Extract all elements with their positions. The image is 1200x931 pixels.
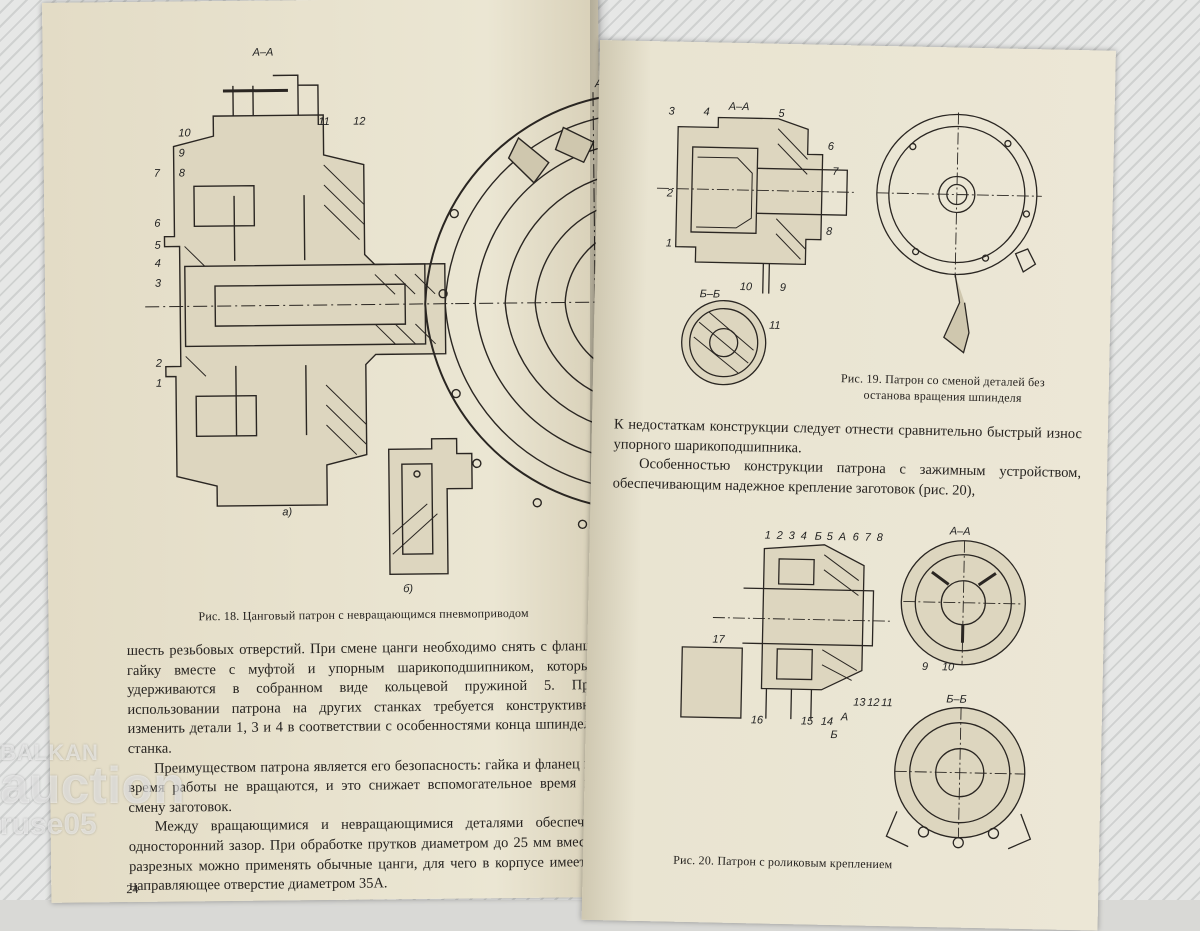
watermark-logo: BALKAN auction ruse05	[0, 740, 185, 842]
figure-19-drawing: А–А Б–Б 1 2 3 4 5 6 7 8 9 10 11	[653, 96, 1099, 395]
collet-chuck-drawing: А–А а) б) 1 2 3 4 5 6 7 8 9 10 11 12 А А	[145, 46, 608, 595]
part-label-1: 1	[156, 378, 162, 390]
fig20-part-13: 13	[853, 696, 866, 708]
right-body-text: К недостаткам конструкции следует отнест…	[613, 415, 1083, 503]
sublabel-b: б)	[403, 583, 413, 595]
left-paragraph-3: Между вращающимися и невращающимися дета…	[128, 814, 600, 895]
fig20-part-9: 9	[922, 661, 928, 673]
fig19-section-label-aa: А–А	[728, 101, 750, 113]
fig20-part-16: 16	[751, 714, 764, 726]
fig20-part-10: 10	[942, 661, 955, 673]
right-paragraph-2: Особенностью конструкции патрона с зажим…	[612, 456, 1082, 499]
roller-chuck-drawing: 1 2 3 4 5 6 7 8 9 10 11 12 13 14 15 16 1…	[680, 525, 1032, 850]
fig19-part-4: 4	[703, 106, 709, 118]
fig20-part-8: 8	[877, 532, 884, 544]
section-label-aa: А–А	[251, 46, 273, 58]
fig19-part-11: 11	[769, 320, 781, 332]
part-label-6: 6	[154, 218, 161, 230]
fig20-part-7: 7	[865, 532, 872, 544]
figure-20-caption: Рис. 20. Патрон с роликовым креплением	[673, 852, 893, 872]
fig20-section-label-aa: А–А	[949, 525, 971, 537]
left-page: А–А а) б) 1 2 3 4 5 6 7 8 9 10 11 12 А А…	[42, 0, 608, 903]
fig20-cut-mark-a-bottom: А	[840, 711, 849, 723]
fig20-part-2: 2	[776, 530, 783, 542]
fig19-part-5: 5	[778, 108, 785, 120]
figure-18-drawing: А–А а) б) 1 2 3 4 5 6 7 8 9 10 11 12 А А	[122, 32, 608, 597]
fig20-part-5: 5	[827, 531, 834, 543]
part-label-10: 10	[178, 127, 191, 139]
fig20-part-14: 14	[821, 716, 833, 728]
fig20-part-15: 15	[801, 715, 814, 727]
fig19-part-7: 7	[832, 166, 839, 178]
part-label-12: 12	[353, 116, 365, 128]
part-label-11: 11	[318, 116, 330, 128]
fig20-section-label-bb: Б–Б	[946, 693, 967, 705]
figure-18-caption: Рис. 18. Цанговый патрон с невращающимся…	[198, 605, 529, 624]
left-page-number: 24	[126, 881, 139, 897]
part-label-8: 8	[179, 167, 186, 179]
fig19-part-2: 2	[666, 187, 673, 199]
fig20-part-12: 12	[867, 697, 879, 709]
fig19-section-label-bb: Б–Б	[700, 288, 721, 300]
fig20-cut-mark-a-top: А	[838, 531, 847, 543]
fig20-part-1: 1	[765, 530, 771, 542]
left-body-text: шесть резьбовых отверстий. При смене цан…	[127, 637, 600, 897]
watermark-line-3: ruse05	[0, 808, 97, 841]
right-page: А–А Б–Б 1 2 3 4 5 6 7 8 9 10 11 Рис. 19.…	[581, 40, 1116, 931]
part-label-3: 3	[155, 278, 162, 290]
left-paragraph-2: Преимуществом патрона является его безоп…	[128, 755, 599, 816]
fig20-part-6: 6	[853, 531, 860, 543]
figure-20-drawing: 1 2 3 4 5 6 7 8 9 10 11 12 13 14 15 16 1…	[668, 517, 1085, 856]
part-label-7: 7	[154, 168, 161, 180]
left-paragraph-1: шесть резьбовых отверстий. При смене цан…	[126, 638, 598, 758]
fig19-part-1: 1	[666, 237, 672, 249]
fig20-part-17: 17	[712, 633, 725, 645]
fig19-part-8: 8	[826, 226, 833, 238]
fig20-part-11: 11	[881, 697, 893, 709]
fig19-part-6: 6	[828, 141, 835, 153]
fig20-part-4: 4	[801, 530, 807, 542]
fig20-cut-mark-b-top: Б	[815, 531, 822, 543]
watermark-line-2: auction	[0, 757, 185, 815]
sublabel-a: а)	[282, 506, 292, 518]
watermark-line-1: BALKAN	[0, 740, 99, 765]
fig19-part-10: 10	[740, 281, 753, 293]
fig20-part-3: 3	[789, 530, 796, 542]
figure-19-caption: Рис. 19. Патрон со сменой деталей без ос…	[840, 371, 1046, 405]
fig20-cut-mark-b-bottom: Б	[830, 729, 837, 741]
chuck-parts-change-drawing: А–А Б–Б 1 2 3 4 5 6 7 8 9 10 11	[656, 101, 1042, 386]
fig19-part-3: 3	[668, 105, 675, 117]
fig19-part-9: 9	[780, 282, 786, 294]
part-label-9: 9	[179, 147, 185, 159]
part-label-5: 5	[155, 240, 162, 252]
part-label-2: 2	[155, 358, 162, 370]
part-label-4: 4	[155, 258, 161, 270]
